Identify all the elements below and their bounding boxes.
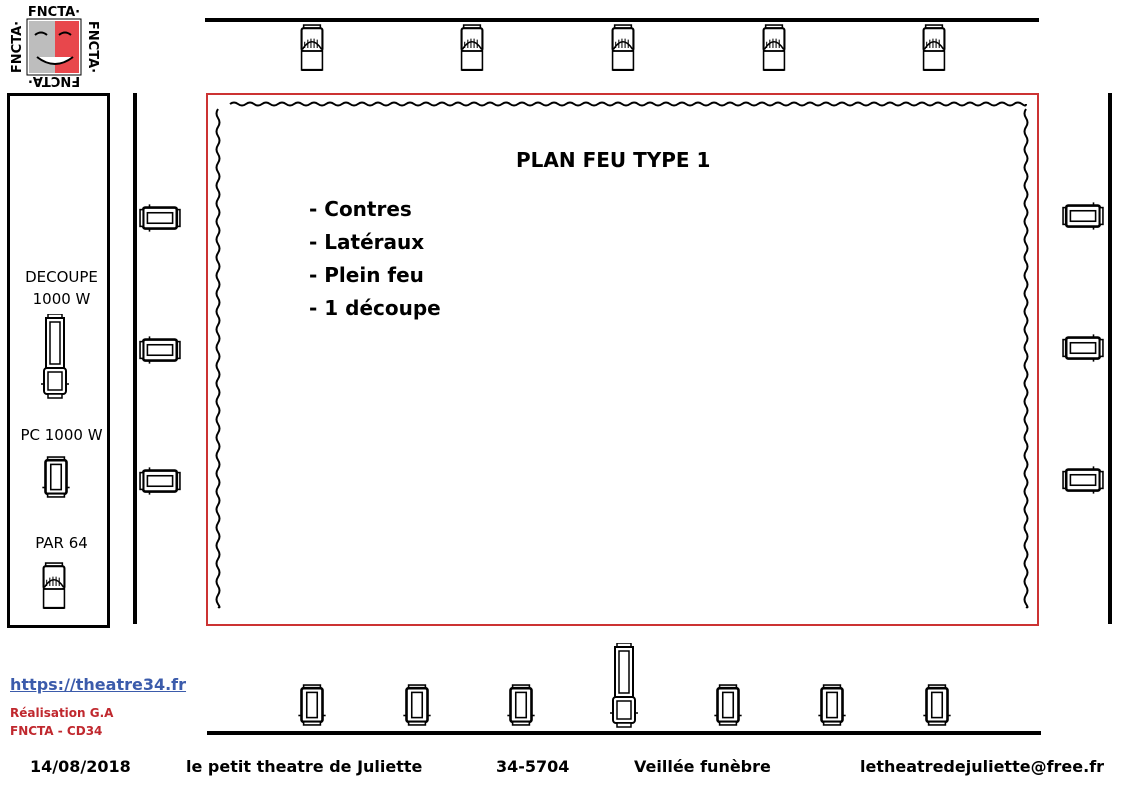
par-can-icon [298,24,326,72]
top-lighting-bar [205,18,1039,22]
legend-label-pc-line1: PC 1000 W [20,426,103,444]
footer-date: 14/08/2018 [30,757,131,776]
pc-spotlight-icon [139,335,181,365]
logo-text-bottom: FNCTA· [28,73,80,88]
pc-spotlight-icon [1062,201,1104,231]
footer-email: letheatredejuliette@free.fr [860,757,1105,776]
profile-spotlight-icon [39,314,71,400]
par-can-icon [760,24,788,72]
curtain-left [215,108,221,609]
plan-item: - Latéraux [309,230,425,254]
fncta-logo: FNCTA· FNCTA· FNCTA· FNCTA· [10,5,99,88]
par-can-icon [458,24,486,72]
profile-spotlight-icon [608,643,640,729]
pc-spotlight-icon [1062,465,1104,495]
stage-curtains [215,101,1029,609]
footer-code: 34-5704 [496,757,570,776]
legend-label-decoupe-line2: 1000 W [32,290,91,308]
legend-label-par-line1: PAR 64 [35,534,88,552]
footer-company: le petit theatre de Juliette [186,757,423,776]
legend-label-par: PAR 64 [10,532,113,554]
right-lighting-bar [1108,93,1112,624]
stage-area [206,93,1039,626]
logo-text-top: FNCTA· [28,5,80,20]
par-can-icon [40,562,68,610]
logo-text-right: FNCTA· [85,21,99,73]
website-link[interactable]: https://theatre34.fr [10,675,187,694]
pc-spotlight-icon [922,684,952,726]
par-can-icon [609,24,637,72]
pc-spotlight-icon [817,684,847,726]
par-can-icon [920,24,948,72]
org-credit: FNCTA - CD34 [10,724,103,738]
logo-text-left: FNCTA· [10,21,25,73]
pc-spotlight-icon [1062,333,1104,363]
footer-show: Veillée funèbre [634,757,771,776]
left-lighting-bar [133,93,137,624]
legend-label-pc: PC 1000 W [10,424,113,446]
author-credit: Réalisation G.A [10,706,114,720]
pc-spotlight-icon [402,684,432,726]
plan-item: - 1 découpe [309,296,441,320]
legend-label-decoupe: DECOUPE 1000 W [10,266,113,310]
legend-label-decoupe-line1: DECOUPE [25,268,98,286]
legend-box: DECOUPE 1000 W PC 1000 W PAR 64 [7,93,110,628]
plan-item: - Plein feu [309,263,424,287]
pc-spotlight-icon [41,456,71,498]
curtain-right [1023,108,1029,609]
plan-item: - Contres [309,197,412,221]
pc-spotlight-icon [297,684,327,726]
bottom-lighting-bar [207,731,1041,735]
plan-title: PLAN FEU TYPE 1 [516,148,711,172]
plan-items-list: - Contres - Latéraux - Plein feu - 1 déc… [309,196,441,328]
pc-spotlight-icon [139,203,181,233]
pc-spotlight-icon [139,466,181,496]
pc-spotlight-icon [506,684,536,726]
curtain-top [229,101,1027,107]
pc-spotlight-icon [713,684,743,726]
